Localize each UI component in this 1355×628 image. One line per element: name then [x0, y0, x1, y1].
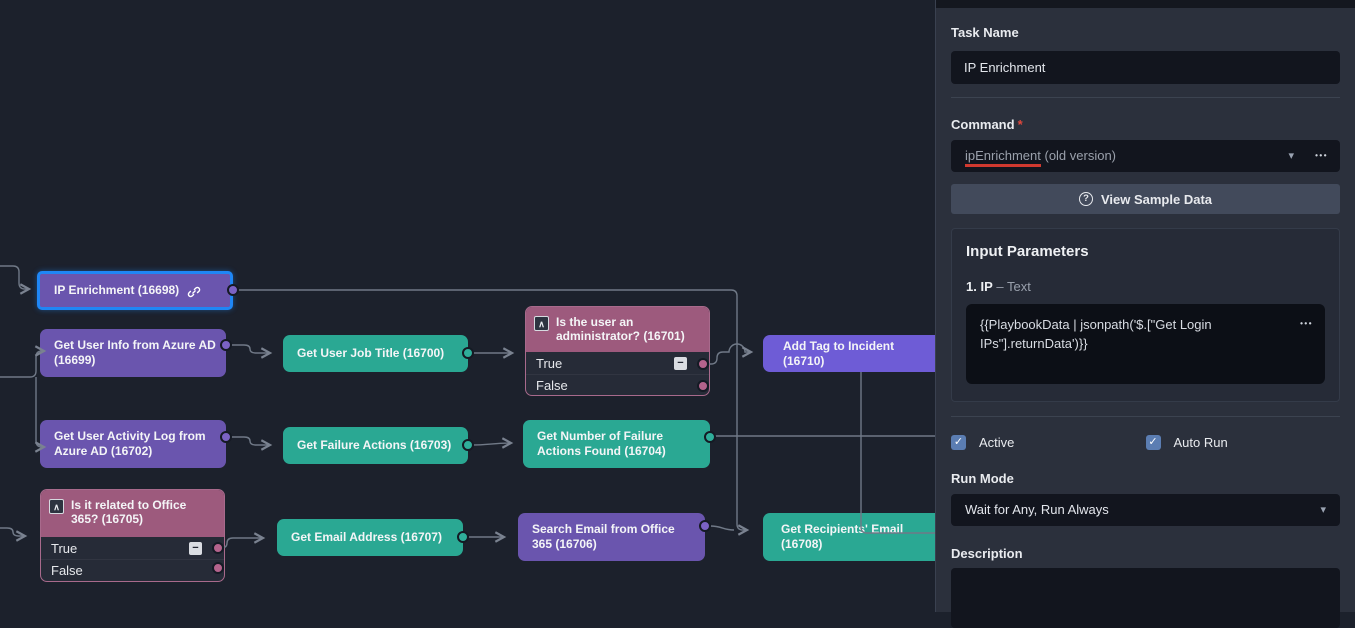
question-icon: ? — [1078, 192, 1093, 206]
condition-branch-true[interactable]: True − — [526, 352, 709, 374]
run-mode-label: Run Mode — [951, 471, 1014, 486]
condition-title: Is it related to Office 365? (16705) — [71, 498, 187, 526]
minus-icon[interactable]: − — [189, 541, 202, 555]
task-node-add-tag-to-incident[interactable]: Add Tag to Incident (16710) — [763, 335, 935, 372]
task-node-label: Get Failure Actions (16703) — [297, 438, 452, 452]
connector-dot[interactable] — [220, 431, 232, 443]
auto-run-checkbox[interactable]: ✓ Auto Run — [1145, 435, 1341, 450]
task-node-label: Get User Activity Log from Azure AD (167… — [54, 429, 206, 458]
divider — [951, 97, 1340, 98]
checkbox-checked-icon[interactable]: ✓ — [1145, 435, 1161, 450]
chevron-down-icon[interactable]: ▾ — [1288, 150, 1294, 162]
condition-header: ∧ Is the user an administrator? (16701) — [526, 307, 709, 352]
connector-dot[interactable] — [462, 347, 474, 359]
chevron-down-icon[interactable]: ▾ — [1320, 504, 1326, 516]
panel-top-bar — [936, 0, 1355, 8]
task-node-get-user-info[interactable]: Get User Info from Azure AD (16699) — [40, 329, 226, 377]
command-select[interactable]: ipEnrichment (old version) ▾ ••• — [951, 140, 1340, 172]
connector-dot[interactable] — [462, 439, 474, 451]
task-node-get-recipients-email[interactable]: Get Recipients' Email (16708) — [763, 513, 935, 561]
connector-dot[interactable] — [220, 339, 232, 351]
playbook-canvas[interactable]: IP Enrichment (16698) Get User Info from… — [0, 0, 935, 612]
command-label: Command* — [951, 117, 1023, 132]
task-name-label: Task Name — [951, 25, 1019, 40]
input-parameters-title: Input Parameters — [966, 243, 1089, 260]
task-node-label: Get User Job Title (16700) — [297, 346, 445, 360]
description-input[interactable] — [951, 568, 1340, 628]
connector-dot-true[interactable] — [697, 358, 709, 370]
task-node-get-email-address[interactable]: Get Email Address (16707) — [277, 519, 463, 556]
task-node-label: Get Email Address (16707) — [291, 530, 442, 544]
param-header: 1. IP – Text — [966, 279, 1031, 294]
param-name: IP — [980, 279, 993, 294]
connector-dot-true[interactable] — [212, 542, 224, 554]
condition-branch-false[interactable]: False — [526, 374, 709, 395]
more-options-icon[interactable]: ••• — [1300, 319, 1313, 328]
task-node-label: Search Email from Office 365 (16706) — [532, 522, 675, 551]
description-label: Description — [951, 546, 1023, 561]
active-checkbox[interactable]: ✓ Active — [951, 435, 1146, 450]
run-mode-select[interactable]: Wait for Any, Run Always ▾ — [951, 494, 1340, 526]
task-node-get-user-activity-log[interactable]: Get User Activity Log from Azure AD (167… — [40, 420, 226, 468]
task-node-label: Get Recipients' Email (16708) — [781, 522, 904, 551]
link-icon — [186, 284, 202, 304]
task-name-input[interactable]: IP Enrichment — [951, 51, 1340, 84]
param-value-input[interactable]: {{PlaybookData | jsonpath('$.["Get Login… — [966, 304, 1325, 384]
connector-dot-false[interactable] — [697, 380, 709, 392]
connector-dot-false[interactable] — [212, 562, 224, 574]
condition-branch-false[interactable]: False — [41, 559, 224, 581]
input-parameters-card: Input Parameters 1. IP – Text {{Playbook… — [951, 228, 1340, 402]
collapse-icon[interactable]: ∧ — [534, 316, 549, 331]
task-node-label: IP Enrichment (16698) — [54, 283, 180, 297]
task-node-get-number-failure-actions[interactable]: Get Number of Failure Actions Found (167… — [523, 420, 710, 468]
task-settings-panel: Task Name IP Enrichment Command* ipEnric… — [935, 0, 1355, 628]
command-suffix: (old version) — [1040, 148, 1117, 163]
task-node-label: Add Tag to Incident (16710) — [783, 338, 895, 368]
param-type: – Text — [996, 279, 1031, 294]
connector-dot[interactable] — [457, 531, 469, 543]
task-node-ip-enrichment[interactable]: IP Enrichment (16698) — [37, 271, 233, 310]
connector-dot[interactable] — [704, 431, 716, 443]
minus-icon[interactable]: − — [674, 356, 687, 370]
condition-branch-true[interactable]: True − — [41, 537, 224, 559]
task-node-label: Get User Info from Azure AD (16699) — [54, 338, 216, 367]
command-value: ipEnrichment — [965, 148, 1041, 167]
connector-dot[interactable] — [699, 520, 711, 532]
task-node-get-user-job-title[interactable]: Get User Job Title (16700) — [283, 335, 468, 372]
required-asterisk: * — [1017, 117, 1023, 132]
task-node-search-email-office365[interactable]: Search Email from Office 365 (16706) — [518, 513, 705, 561]
connector-dot[interactable] — [227, 284, 239, 296]
view-sample-data-button[interactable]: ? View Sample Data — [951, 184, 1340, 214]
more-options-icon[interactable]: ••• — [1315, 151, 1328, 160]
condition-title: Is the user an administrator? (16701) — [556, 315, 685, 343]
divider — [951, 416, 1340, 417]
condition-node-is-office365[interactable]: ∧ Is it related to Office 365? (16705) T… — [40, 489, 225, 582]
condition-node-is-admin[interactable]: ∧ Is the user an administrator? (16701) … — [525, 306, 710, 396]
checkbox-checked-icon[interactable]: ✓ — [951, 435, 966, 450]
condition-header: ∧ Is it related to Office 365? (16705) — [41, 490, 224, 537]
task-node-get-failure-actions[interactable]: Get Failure Actions (16703) — [283, 427, 468, 464]
task-node-label: Get Number of Failure Actions Found (167… — [537, 429, 666, 458]
collapse-icon[interactable]: ∧ — [49, 499, 64, 514]
